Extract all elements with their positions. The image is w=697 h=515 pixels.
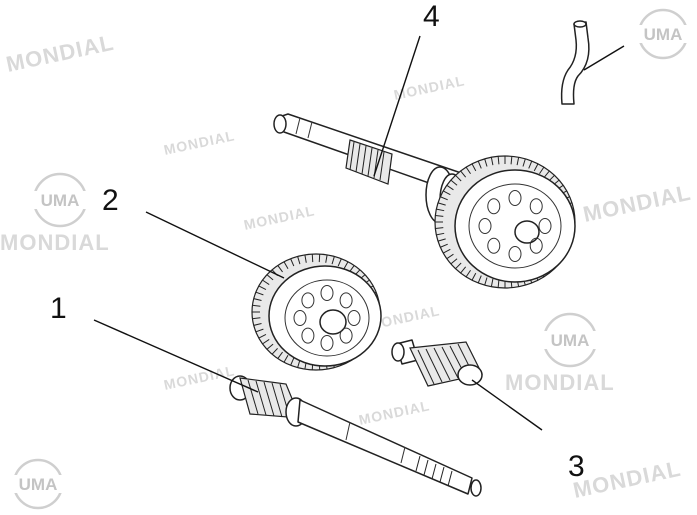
callout-1: 1	[50, 292, 67, 325]
leader-lines	[93, 35, 543, 431]
watermark-text: MONDIAL	[242, 202, 316, 233]
watermark-text: MONDIAL	[162, 127, 236, 158]
leader-line-4	[373, 35, 421, 177]
watermark-text: MONDIAL	[581, 180, 693, 227]
callout-4: 4	[423, 0, 440, 33]
part-3-pinion	[391, 339, 483, 387]
callout-3: 3	[568, 450, 585, 483]
callout-2: 2	[102, 184, 119, 217]
watermark-text: MONDIAL	[4, 30, 116, 77]
svg-text:UMA: UMA	[551, 331, 590, 350]
uma-logo-icon: UMA	[635, 8, 691, 60]
uma-logo-icon: UMA	[30, 172, 90, 228]
watermark-text: MONDIAL	[357, 397, 431, 428]
watermark-text: MONDIAL	[0, 230, 110, 255]
part-2-gear	[251, 253, 382, 371]
watermark-text: MONDIAL	[571, 456, 683, 503]
leader-line-2	[145, 211, 285, 279]
leader-line-3	[471, 379, 543, 431]
uma-logo-icon: UMA	[540, 312, 600, 368]
watermark-text: MONDIAL	[505, 370, 615, 395]
uma-logo-icon: UMA	[10, 458, 66, 510]
hose-part	[560, 20, 625, 105]
svg-text:UMA: UMA	[19, 475, 58, 494]
svg-text:UMA: UMA	[644, 25, 683, 44]
svg-text:UMA: UMA	[41, 191, 80, 210]
part-4-shaft-with-gear	[273, 113, 576, 289]
leader-line-1	[93, 319, 259, 393]
part-1-shaft	[229, 375, 482, 497]
